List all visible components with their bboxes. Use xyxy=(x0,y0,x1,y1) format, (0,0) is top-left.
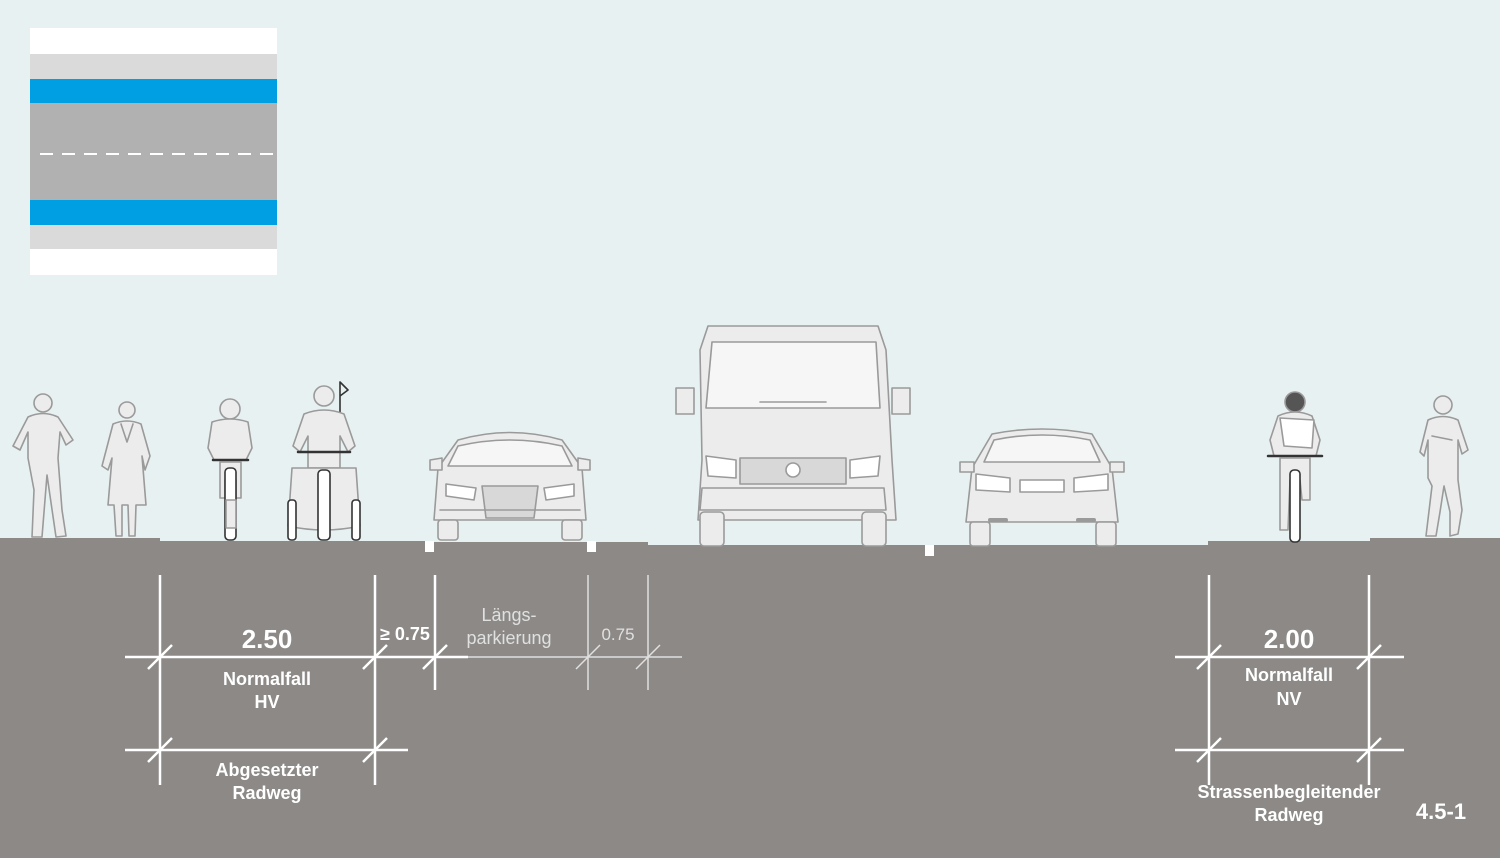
pedestrian-man-icon xyxy=(12,393,74,538)
width-value-left: 2.50 xyxy=(242,624,293,654)
tick-3 xyxy=(422,644,448,670)
legend-margin-bottom xyxy=(30,249,277,275)
parking-label-1: Längs- xyxy=(481,605,536,625)
legend-cycle-lane-top xyxy=(30,79,277,103)
type-label-left-2: Radweg xyxy=(232,783,301,803)
case-label-right-2: NV xyxy=(1276,689,1301,709)
type-label-right-2: Radweg xyxy=(1254,805,1323,825)
tick-2 xyxy=(362,644,388,670)
cargo-tricycle-icon xyxy=(287,381,361,541)
legend-cycle-lane-bottom xyxy=(30,200,277,225)
legend-sidewalk-bottom xyxy=(30,225,277,249)
plan-view-legend xyxy=(30,28,277,275)
tick-6 xyxy=(575,644,601,670)
van-front-icon xyxy=(675,325,911,547)
pedestrian-woman-icon xyxy=(101,401,151,537)
width-value-right: 2.00 xyxy=(1264,624,1315,654)
tick-1 xyxy=(147,644,173,670)
tick-8 xyxy=(1196,644,1222,670)
case-label-left-1: Normalfall xyxy=(223,669,311,689)
tick-4 xyxy=(147,737,173,763)
parking-edge-mark xyxy=(587,541,596,552)
curb-mark xyxy=(425,541,434,552)
legend-margin-top xyxy=(30,28,277,54)
parking-buffer-value: 0.75 xyxy=(601,625,634,644)
tick-7 xyxy=(635,644,661,670)
buffer-value: ≥ 0.75 xyxy=(380,624,430,644)
case-label-right-1: Normalfall xyxy=(1245,665,1333,685)
type-label-right-1: Strassenbegleitender xyxy=(1197,782,1380,802)
left-dimension-lines xyxy=(125,575,468,785)
right-dimension-lines xyxy=(1175,575,1404,785)
parking-label-2: parkierung xyxy=(466,628,551,648)
tick-5 xyxy=(362,737,388,763)
figure-number: 4.5-1 xyxy=(1416,799,1466,824)
legend-sidewalk-top xyxy=(30,54,277,79)
tick-10 xyxy=(1196,737,1222,763)
cyclist-rear-icon xyxy=(1266,391,1324,543)
legend-carriageway xyxy=(30,103,277,200)
type-label-left-1: Abgesetzter xyxy=(215,760,318,780)
tick-11 xyxy=(1356,737,1382,763)
tick-9 xyxy=(1356,644,1382,670)
centre-line-mark xyxy=(925,545,934,556)
jogger-icon xyxy=(1419,395,1469,537)
parking-dimension-lines xyxy=(468,575,682,690)
case-label-left-2: HV xyxy=(254,692,279,712)
parked-car-front-icon xyxy=(429,431,591,541)
cyclist-front-icon xyxy=(207,398,253,541)
car-rear-icon xyxy=(959,428,1125,547)
